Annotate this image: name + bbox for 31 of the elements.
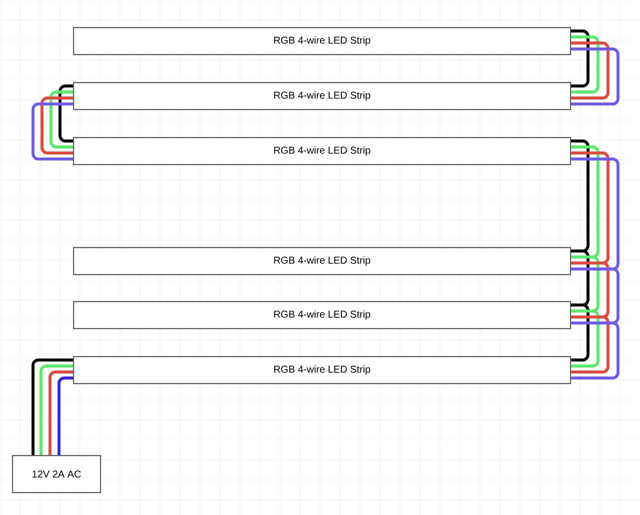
wire: [571, 158, 620, 270]
led-strip-box: RGB 4-wire LED Strip: [73, 356, 572, 384]
wire: [571, 250, 590, 306]
wire: [40, 364, 73, 455]
led-strip-box: RGB 4-wire LED Strip: [73, 301, 572, 330]
wire: [571, 262, 610, 318]
wire: [40, 96, 73, 154]
wire: [32, 102, 73, 160]
wire: [571, 322, 620, 380]
power-supply-box: 12V 2A AC: [12, 455, 102, 494]
wire: [571, 48, 620, 106]
led-strip-box: RGB 4-wire LED Strip: [73, 82, 572, 110]
wire: [571, 310, 600, 368]
wire: [58, 84, 73, 142]
wire: [571, 140, 590, 252]
led-strip-box: RGB 4-wire LED Strip: [73, 137, 572, 166]
wire: [58, 376, 73, 455]
wire: [48, 370, 73, 455]
wire: [32, 358, 73, 455]
wire: [571, 256, 600, 312]
wire: [571, 146, 600, 258]
wire: [571, 316, 610, 374]
wire: [571, 304, 590, 362]
wire: [571, 30, 590, 88]
wire: [571, 268, 620, 324]
wire: [50, 90, 73, 148]
led-strip-box: RGB 4-wire LED Strip: [73, 27, 572, 56]
wire: [571, 36, 600, 94]
led-strip-box: RGB 4-wire LED Strip: [73, 247, 572, 276]
wire: [571, 152, 610, 264]
wire: [571, 42, 610, 100]
